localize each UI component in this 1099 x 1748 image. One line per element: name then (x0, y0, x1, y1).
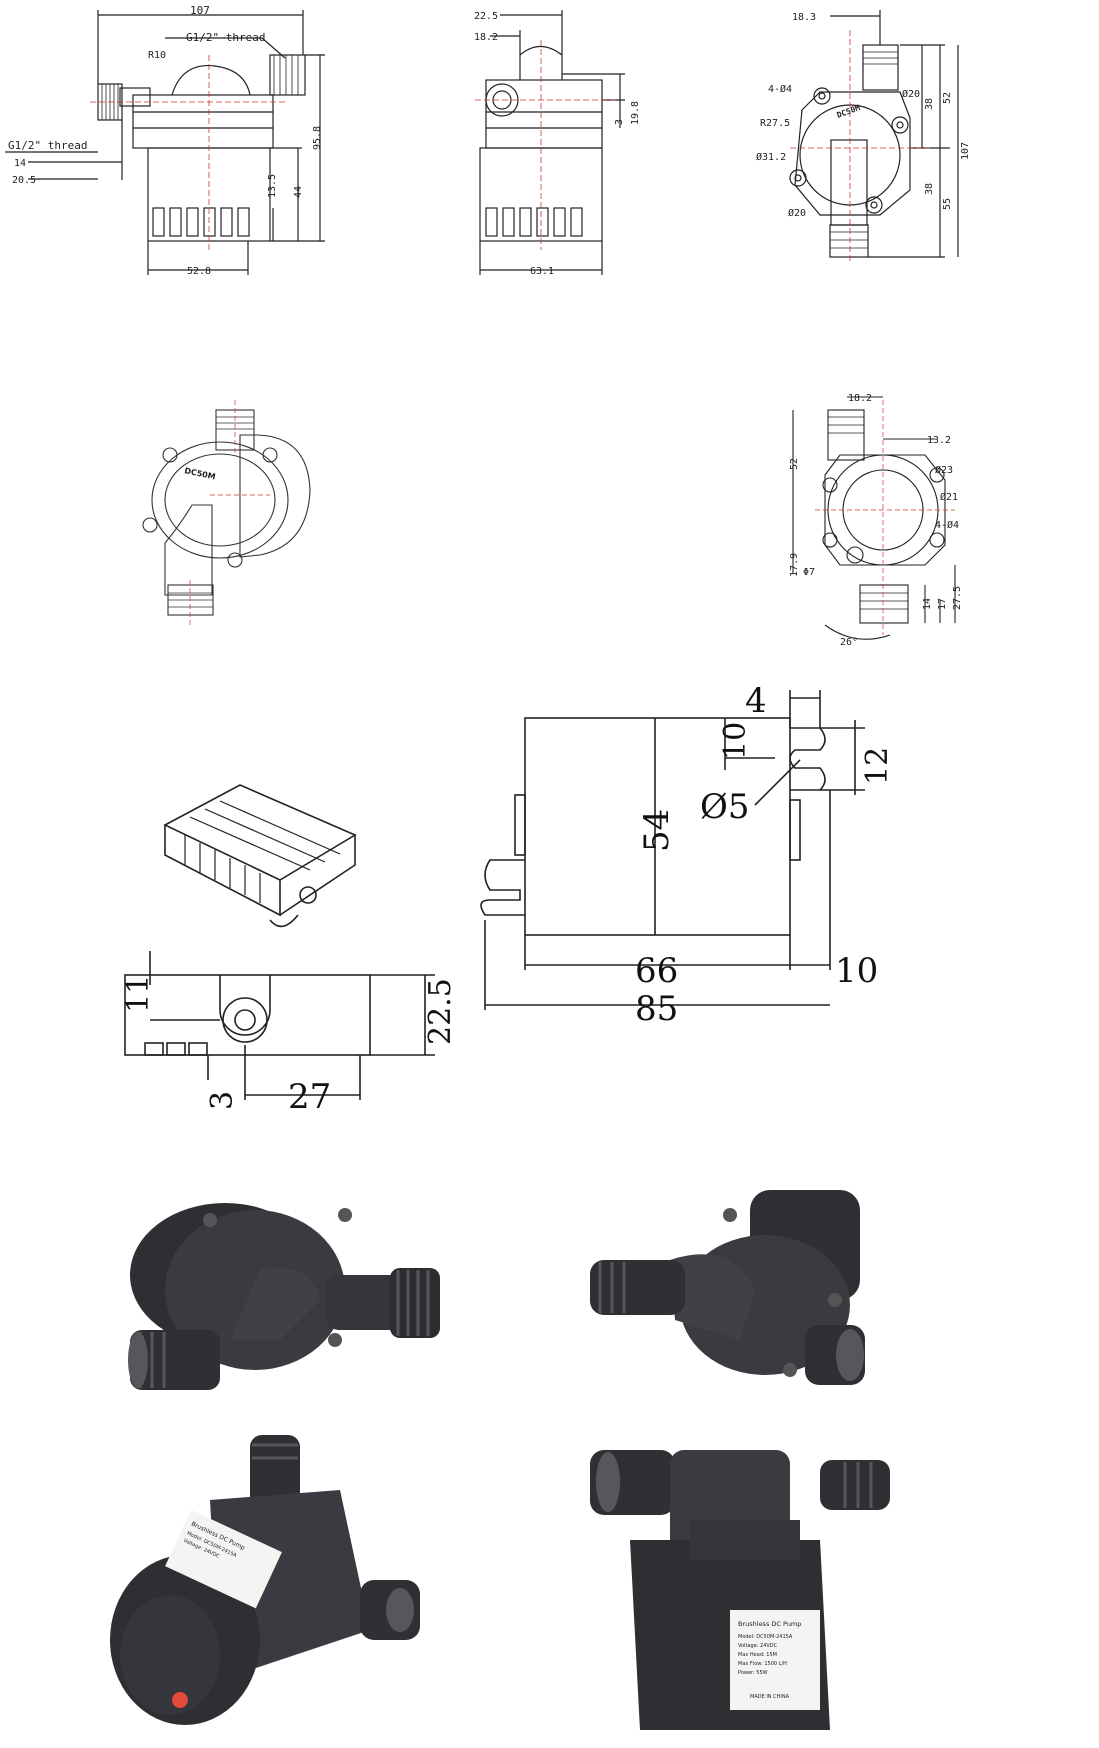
pump-photo-4: Brushless DC Pump Model: DC50M-2415A Vol… (590, 1430, 900, 1740)
dim-4: 4 (745, 681, 767, 721)
side-view-drawing: 22.5 18.2 19.8 3 63.1 (460, 0, 660, 290)
dim-b-52: 52 (789, 458, 800, 470)
photo4-made-in: MADE IN CHINA (750, 1694, 790, 1700)
dim-3: 3 (614, 119, 625, 125)
dim-base: 52.8 (187, 266, 211, 277)
dia-20-top: Ø20 (902, 88, 920, 100)
dia-31-2: Ø31.2 (756, 151, 786, 163)
dim-107: 107 (960, 142, 971, 160)
iso-logo-text: DC50M (184, 466, 217, 481)
dim-b-13-2: 13.2 (927, 435, 951, 446)
dim-85: 85 (635, 989, 678, 1029)
dim-10-horiz: 10 (835, 951, 878, 991)
dim-front-width: 107 (190, 4, 210, 17)
radius-label: R10 (148, 50, 166, 61)
dim-18-2: 18.2 (474, 32, 498, 43)
pump-photo-3: Brushless DC Pump Model: DC50M-2415A Vol… (110, 1430, 430, 1740)
isometric-line-drawing: DC50M (120, 395, 350, 645)
bottom-view-drawing: 18.2 13.2 52 Ø23 Ø21 4-Ø4 17.9 Φ7 14 17 … (785, 385, 990, 650)
top-view-drawing: 18.3 4-Ø4 Ø20 R27.5 Ø31.2 Ø20 DC50M 52 3… (750, 0, 990, 290)
photo4-label-power: Power: 55W (738, 1670, 768, 1676)
dim-12: 12 (860, 747, 895, 785)
dim-38b: 38 (924, 183, 935, 195)
vent-slots (152, 207, 250, 237)
dim-38a: 38 (924, 98, 935, 110)
dim-b-14: 14 (922, 598, 933, 610)
dim-b-17: 17 (937, 598, 948, 610)
dim-11: 11 (121, 975, 156, 1013)
dim-44: 44 (293, 186, 304, 198)
photo4-label-voltage: Voltage: 24VDC (738, 1643, 778, 1649)
holes-b-label: 4-Ø4 (935, 519, 959, 531)
dim-22-5: 22.5 (423, 978, 458, 1045)
controller-drawings: 11 22.5 3 27 (110, 755, 510, 1140)
dim-height: 95.8 (312, 126, 323, 150)
photo4-label-model: Model: DC50M-2415A (738, 1634, 793, 1640)
controller-top-drawing: 4 10 12 Ø5 54 66 10 85 (475, 680, 915, 1140)
photo4-label-head: Max Head: 15M (738, 1652, 777, 1658)
dia-23: Ø23 (935, 464, 953, 476)
dim-20-5: 20.5 (12, 175, 36, 186)
dim-14: 14 (14, 158, 26, 169)
holes-label: 4-Ø4 (768, 83, 792, 95)
dia-20-bottom: Ø20 (788, 207, 806, 219)
dim-22-5: 22.5 (474, 11, 498, 22)
dim-3: 3 (205, 1091, 240, 1110)
dim-54: 54 (637, 809, 677, 852)
photo4-label-title: Brushless DC Pump (738, 1620, 801, 1628)
dim-66: 66 (635, 951, 678, 991)
dim-19-8: 19.8 (630, 101, 641, 125)
dim-b-18-2: 18.2 (848, 393, 872, 404)
dim-55: 55 (942, 198, 953, 210)
dim-18-3: 18.3 (792, 12, 816, 23)
dia-21: Ø21 (940, 491, 958, 503)
photo4-label-flow: Max Flow: 1500 L/H (738, 1661, 787, 1667)
dim-side-base: 63.1 (530, 266, 554, 277)
dia-7: Φ7 (803, 567, 815, 578)
dim-27: 27 (288, 1077, 331, 1117)
thread-left-label: G1/2" thread (8, 139, 87, 152)
pump-photo-1 (120, 1190, 450, 1420)
dim-b-27-5: 27.5 (952, 586, 963, 610)
dim-52: 52 (942, 92, 953, 104)
dim-10-vert: 10 (718, 722, 753, 760)
front-view-drawing: 107 G1/2" thread R10 G1/2" thread 14 20.… (0, 0, 340, 290)
pump-photo-2 (590, 1190, 890, 1420)
dim-13-5: 13.5 (267, 174, 278, 198)
radius-27-5: R27.5 (760, 118, 790, 129)
angle-26: 26° (840, 637, 858, 648)
thread-top-label: G1/2" thread (186, 31, 265, 44)
dia-5: Ø5 (700, 787, 750, 827)
dim-17-9: 17.9 (789, 553, 800, 577)
